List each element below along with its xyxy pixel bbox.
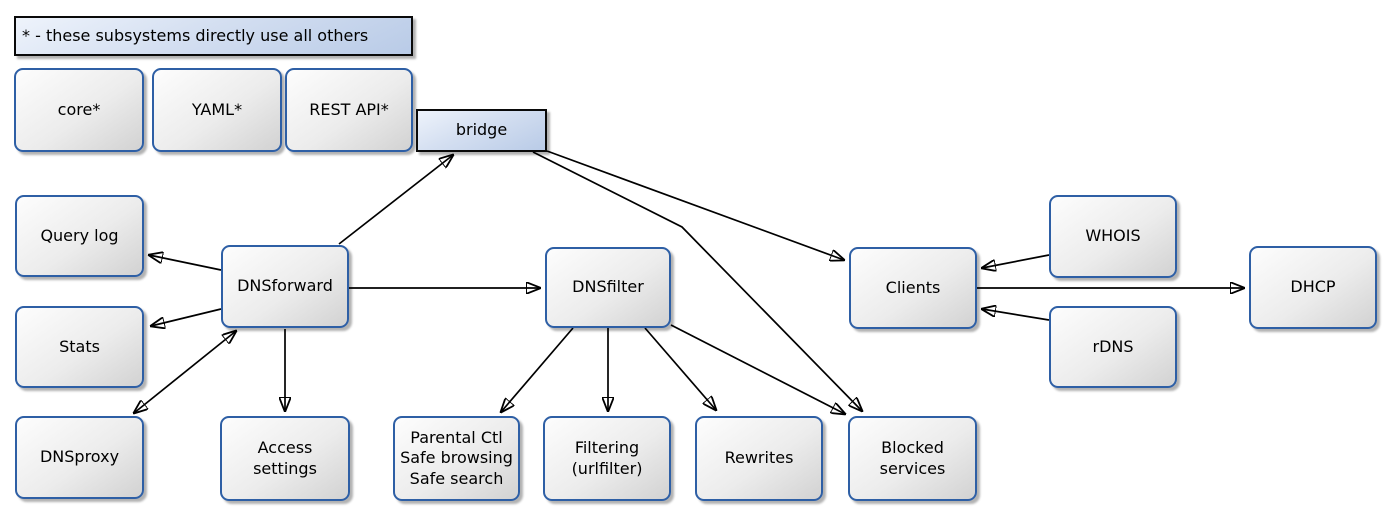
- edge-bridge-blocked: [532, 151, 862, 411]
- node-filtering: Filtering (urlfilter): [543, 416, 671, 501]
- node-dhcp: DHCP: [1249, 246, 1377, 329]
- legend-text: * - these subsystems directly use all ot…: [22, 25, 369, 45]
- node-rest-api-label: REST API*: [309, 99, 389, 119]
- node-rewrites: Rewrites: [695, 416, 823, 501]
- node-rest-api: REST API*: [285, 68, 413, 152]
- node-yaml-label: YAML*: [191, 99, 243, 119]
- node-stats: Stats: [15, 306, 144, 388]
- node-stats-label: Stats: [59, 336, 100, 356]
- node-query-log: Query log: [15, 195, 144, 277]
- edge-dnsfilter-rewrites: [644, 327, 716, 410]
- node-query-log-label: Query log: [40, 225, 119, 245]
- edge-rdns-clients: [982, 309, 1050, 321]
- node-rdns: rDNS: [1049, 306, 1177, 388]
- node-dnsproxy: DNSproxy: [15, 416, 144, 499]
- node-access-settings-label: Access settings: [253, 438, 317, 478]
- node-filtering-label: Filtering (urlfilter): [571, 438, 643, 478]
- node-yaml: YAML*: [152, 68, 282, 152]
- node-whois: WHOIS: [1049, 195, 1177, 278]
- node-core-label: core*: [57, 99, 101, 119]
- node-rdns-label: rDNS: [1092, 336, 1134, 356]
- edge-dnsforward-bridge: [338, 155, 453, 245]
- edge-dnsforward-dnsproxy: [134, 331, 236, 413]
- edge-whois-clients: [982, 254, 1050, 268]
- node-parental-ctl-label: Parental Ctl Safe browsing Safe search: [400, 427, 513, 488]
- node-access-settings: Access settings: [220, 416, 350, 501]
- node-dhcp-label: DHCP: [1290, 277, 1336, 297]
- edge-dnsfilter-blocked: [670, 324, 845, 414]
- node-bridge-label: bridge: [455, 120, 508, 140]
- node-dnsproxy-label: DNSproxy: [39, 447, 120, 467]
- node-core: core*: [14, 68, 144, 152]
- edge-bridge-clients: [546, 150, 844, 260]
- node-clients: Clients: [849, 247, 977, 329]
- edge-dnsforward-stats: [151, 308, 222, 326]
- edge-dnsforward-querylog: [149, 255, 222, 271]
- node-dnsforward-label: DNSforward: [237, 276, 333, 296]
- node-dnsfilter-label: DNSfilter: [572, 277, 644, 297]
- node-dnsforward: DNSforward: [221, 245, 349, 328]
- node-rewrites-label: Rewrites: [724, 448, 794, 468]
- node-whois-label: WHOIS: [1085, 226, 1141, 246]
- legend-note: * - these subsystems directly use all ot…: [14, 16, 413, 56]
- node-dnsfilter: DNSfilter: [545, 247, 671, 328]
- node-blocked-services-label: Blocked services: [879, 438, 946, 478]
- node-clients-label: Clients: [885, 277, 941, 297]
- node-parental-ctl: Parental Ctl Safe browsing Safe search: [393, 416, 520, 501]
- node-bridge: bridge: [416, 109, 547, 152]
- edge-dnsfilter-parental: [501, 327, 574, 412]
- node-blocked-services: Blocked services: [848, 416, 977, 501]
